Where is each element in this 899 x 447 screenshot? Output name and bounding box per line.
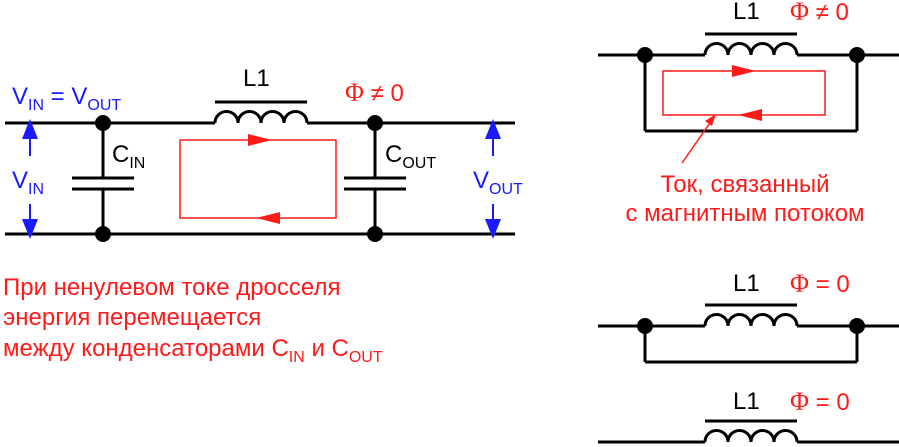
node-cin-bottom [95,226,111,242]
label-l1-d1: L1 [733,0,760,25]
node-cin-top [95,115,111,131]
node-d2-left [637,318,653,334]
flux-diagram-3 [598,419,899,444]
caption-main-line3: между конденсаторами CIN и COUT [3,335,383,366]
label-cout: COUT [385,141,436,172]
current-arrow-top [248,134,272,146]
label-phi-d1: Φ ≠ 0 [790,0,849,26]
label-vout-right: VOUT [473,167,523,198]
node-d1-left [637,47,653,63]
label-l1-main: L1 [243,65,270,92]
label-l1-d2: L1 [733,270,760,297]
inductor-d2 [703,313,799,327]
voltage-arrows [22,119,501,239]
current-loop-d1 [662,65,826,164]
label-vin-left: VIN [12,167,44,198]
inductor-d1 [703,42,799,56]
inductor-d3 [703,429,799,443]
inductor-l1 [213,110,309,124]
caption-flux-line1: Ток, связанный [661,171,830,198]
label-cin: CIN [112,141,145,172]
label-vin-eq-vout: VIN = VOUT [12,83,121,114]
current-loop-main [179,134,337,224]
caption-main-line1: При ненулевом токе дросселя [3,274,340,301]
node-cout-top [367,115,383,131]
caption-main-line2: энергия перемещается [3,304,261,331]
pointer-arrow [705,114,716,126]
main-nodes [95,115,383,242]
caption-flux-line2: с магнитным потоком [625,200,864,227]
label-l1-d3: L1 [733,388,760,415]
node-d2-right [849,318,865,334]
current-arrow-bottom [256,212,280,224]
node-d1-right [849,47,865,63]
flux-diagram-2 [598,303,899,364]
label-phi-main: Φ ≠ 0 [345,78,404,107]
label-phi-d2: Φ = 0 [790,269,850,298]
main-circuit [5,100,515,236]
label-phi-d3: Φ = 0 [790,387,850,416]
node-cout-bottom [367,226,383,242]
pointer-line [681,119,713,164]
